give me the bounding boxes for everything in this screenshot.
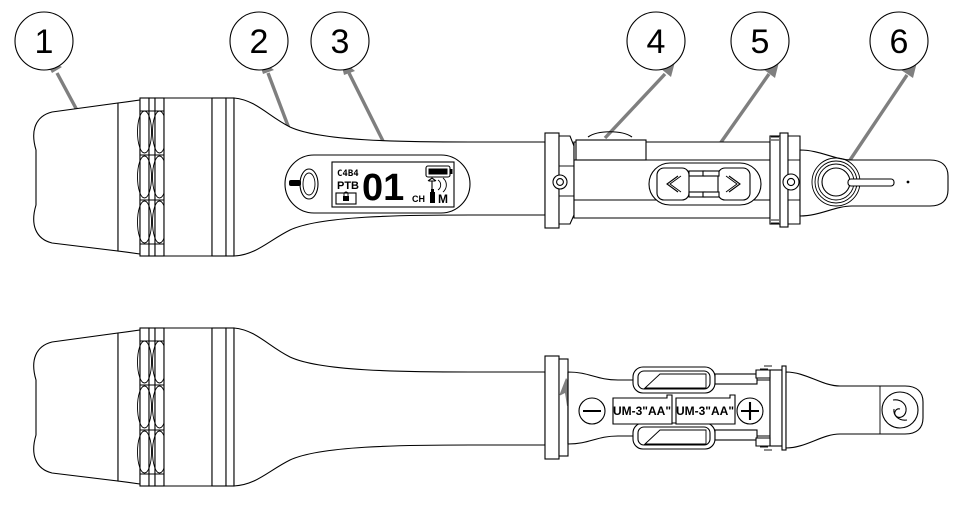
lcd-display: C4B4 PTB 01 CH <box>331 161 455 209</box>
mic-barrel-ring-1 <box>211 97 227 257</box>
mic-barrel-ring-1-rear <box>211 327 227 487</box>
callout-markers: 1 2 3 4 5 6 <box>14 11 929 71</box>
brand-emblem-icon <box>881 391 919 429</box>
lcd-channel-number: 01 <box>362 167 404 209</box>
lcd-mode-label: PTB <box>337 180 359 192</box>
power-switch[interactable] <box>811 157 910 207</box>
callout-3: 3 <box>310 11 370 71</box>
top-view: C4B4 PTB 01 CH <box>33 97 949 257</box>
mic-grille-band-rear <box>137 327 167 487</box>
battery-label-right-text: UM-3"AA" <box>676 404 734 418</box>
mic-head-body-rear <box>33 332 119 482</box>
bottom-view: UM-3"AA" UM-3"AA" <box>33 327 924 487</box>
battery-full-icon <box>425 165 453 178</box>
bottom-tail-body <box>785 371 924 449</box>
navigation-button-pad <box>648 162 762 206</box>
mic-upper-barrel-rear <box>163 327 213 487</box>
mic-handle-body-rear <box>233 327 546 487</box>
lcd-group-code: C4B4 <box>337 169 359 179</box>
mic-upper-barrel <box>163 97 213 257</box>
callout-2-number: 2 <box>250 23 269 61</box>
led-dash-marker <box>289 180 301 186</box>
mic-head-upper-curve-rear <box>117 329 141 485</box>
callout-6: 6 <box>869 11 929 71</box>
bottom-rear-collar <box>755 365 787 451</box>
mic-head-body <box>33 102 119 252</box>
callout-5: 5 <box>730 11 790 71</box>
lcd-mute-label: M <box>438 192 448 206</box>
led-indicator[interactable] <box>289 168 319 200</box>
battery-cell-lower <box>632 422 758 450</box>
power-switch-lever <box>847 178 895 187</box>
mic-barrel-ring-2-rear <box>225 327 235 487</box>
plus-terminal-icon <box>736 397 764 425</box>
leader-4 <box>603 58 676 140</box>
minus-terminal-icon <box>578 397 606 425</box>
lcd-channel-unit: CH <box>412 194 425 204</box>
right-arrow-button[interactable] <box>702 167 751 201</box>
antenna-rf-icon <box>427 177 447 193</box>
mic-head-upper-curve <box>117 99 141 255</box>
mic-barrel-ring-2 <box>225 97 235 257</box>
callout-1: 1 <box>14 11 74 71</box>
battery-label-left-text: UM-3"AA" <box>613 404 671 418</box>
callout-2: 2 <box>229 11 289 71</box>
callout-4-number: 4 <box>647 23 666 61</box>
left-arrow-button[interactable] <box>656 167 706 201</box>
bottom-collar-joint <box>544 355 569 460</box>
callout-5-number: 5 <box>751 23 770 61</box>
battery-cover-latch[interactable] <box>575 131 647 161</box>
callout-1-number: 1 <box>35 23 54 61</box>
mic-level-icon <box>430 189 435 203</box>
top-collar-joint <box>544 132 575 229</box>
callout-6-number: 6 <box>890 23 909 61</box>
mic-grille-band <box>137 97 167 257</box>
battery-cell-upper <box>632 366 758 394</box>
padlock-icon <box>335 191 357 205</box>
callout-3-number: 3 <box>331 23 350 61</box>
callout-4: 4 <box>626 11 686 71</box>
battery-label-right: UM-3"AA" <box>675 394 736 425</box>
battery-label-left: UM-3"AA" <box>612 394 673 425</box>
